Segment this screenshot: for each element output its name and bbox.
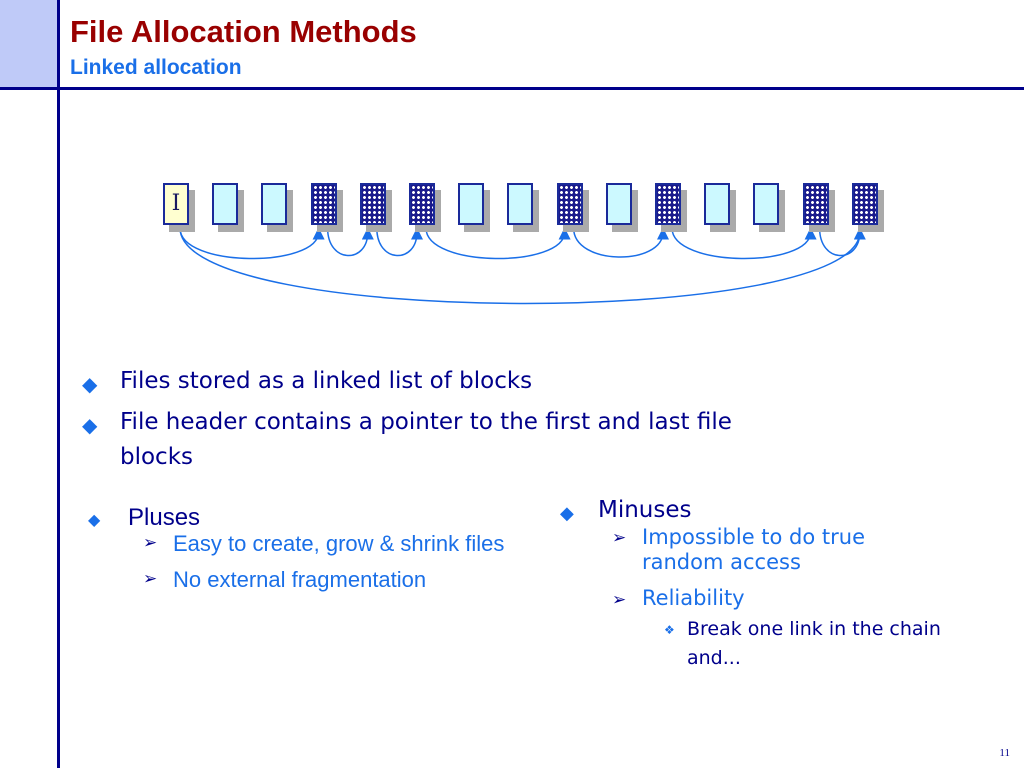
free-block [753, 183, 780, 225]
header-rule [0, 87, 1024, 90]
link-arrow [671, 227, 817, 260]
free-block [704, 183, 731, 225]
free-block [605, 183, 632, 225]
sparkle-bullet-icon: ❖ [664, 623, 675, 637]
used-block [556, 183, 583, 225]
diamond-bullet-icon: ◆ [82, 413, 98, 437]
pluses-item: Easy to create, grow & shrink files [173, 531, 505, 556]
used-block [409, 183, 435, 225]
diamond-bullet-icon: ◆ [82, 372, 98, 396]
used-block [359, 183, 386, 225]
used-block [310, 183, 337, 225]
minuses-item-continued: random access [642, 550, 801, 574]
arrow-bullet-icon: ➢ [143, 569, 158, 589]
used-block [851, 183, 878, 225]
corner-decoration [0, 0, 58, 87]
page-number: 11 [999, 747, 1010, 759]
link-arrow [818, 227, 866, 257]
used-block [655, 183, 681, 225]
arrow-bullet-icon: ➢ [143, 533, 158, 553]
arrow-bullet-icon: ➢ [612, 528, 627, 548]
vertical-rule [57, 0, 60, 768]
link-arrow [572, 227, 669, 258]
free-block [212, 183, 239, 225]
link-arrow [179, 227, 325, 260]
pluses-item: No external fragmentation [173, 567, 427, 592]
minuses-heading: Minuses [598, 497, 692, 523]
arrow-bullet-icon: ➢ [612, 590, 627, 610]
bullet-text: Files stored as a linked list of blocks [120, 368, 533, 394]
minuses-subitem-continued: and... [687, 647, 741, 669]
free-block [261, 183, 288, 225]
slide-title: File Allocation Methods [70, 14, 417, 49]
slide-subtitle: Linked allocation [70, 56, 242, 79]
link-arrows [179, 227, 866, 305]
link-arrow [326, 227, 374, 257]
diamond-bullet-icon: ◆ [88, 510, 101, 529]
minuses-item: Reliability [642, 586, 745, 610]
link-arrow [376, 227, 423, 257]
file-header-block: I [163, 183, 189, 225]
link-arrow [179, 227, 861, 305]
pluses-heading: Pluses [128, 504, 201, 531]
linked-allocation-diagram: I [0, 0, 1024, 340]
free-block [507, 183, 534, 225]
bullet-text-continued: blocks [120, 444, 194, 470]
link-arrow [425, 227, 571, 260]
bullet-text: File header contains a pointer to the fi… [120, 409, 732, 435]
minuses-subitem: Break one link in the chain [687, 618, 941, 640]
free-block [458, 183, 485, 225]
minuses-item: Impossible to do true [642, 525, 866, 549]
used-block [802, 183, 829, 225]
diamond-bullet-icon: ◆ [560, 503, 574, 524]
